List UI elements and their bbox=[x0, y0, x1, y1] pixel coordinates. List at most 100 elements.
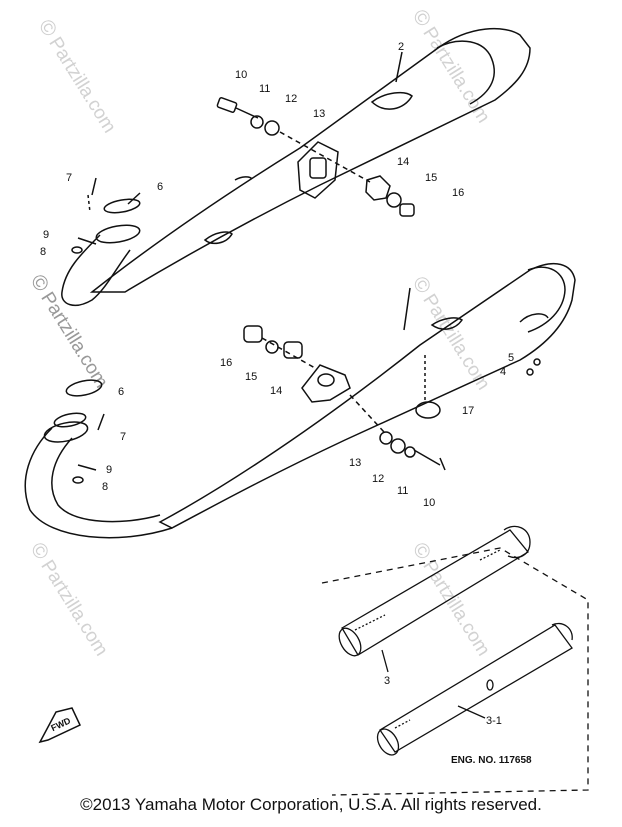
lower-gasket-6 bbox=[65, 379, 103, 397]
upper-muffler-endcap bbox=[436, 40, 495, 105]
callout-13-lower: 13 bbox=[349, 457, 361, 469]
callout-16-upper: 16 bbox=[452, 187, 464, 199]
upper-clip-8 bbox=[71, 246, 83, 254]
baffle-tube-3-1-cap bbox=[551, 622, 573, 641]
lower-muffler-assembly bbox=[24, 262, 576, 539]
upper-header-pipe bbox=[61, 234, 131, 307]
baffle-tube-3-1-hole bbox=[486, 679, 494, 691]
lower-washer-11 bbox=[404, 446, 416, 458]
svg-text:Partzilla.com: Partzilla.com bbox=[44, 33, 119, 136]
callout-8-lower: 8 bbox=[102, 481, 108, 493]
upper-screw-7-axis bbox=[87, 194, 91, 213]
callout-7-upper: 7 bbox=[66, 172, 72, 184]
watermark-top-left: © Partzilla.com bbox=[34, 15, 120, 136]
upper-gasket bbox=[103, 198, 141, 214]
lower-mount-bracket bbox=[301, 364, 351, 403]
lower-gasket-2 bbox=[53, 412, 87, 428]
forward-arrow: FWD bbox=[38, 707, 81, 744]
baffle-tube-3-1 bbox=[379, 624, 573, 753]
watermark-top-right: © Partzilla.com bbox=[408, 5, 494, 126]
upper-mount-bracket bbox=[297, 141, 339, 199]
baffle-tube-3-perf-2 bbox=[354, 614, 386, 631]
watermark-bottom-right: © Partzilla.com bbox=[408, 538, 494, 659]
svg-text:Partzilla.com: Partzilla.com bbox=[418, 556, 493, 659]
inset-leader-3-1 bbox=[457, 705, 486, 719]
upper-leader-2 bbox=[395, 51, 403, 83]
svg-text:Partzilla.com: Partzilla.com bbox=[418, 290, 493, 393]
callout-3: 3 bbox=[384, 675, 390, 687]
callout-10-upper: 10 bbox=[235, 69, 247, 81]
lower-bolt-10 bbox=[413, 449, 446, 471]
lower-cap-16 bbox=[243, 325, 263, 343]
upper-nut-14 bbox=[365, 175, 391, 201]
lower-muffler-body bbox=[158, 262, 576, 529]
watermark-layer: © Partzilla.com © Partzilla.com © Partzi… bbox=[26, 5, 494, 659]
upper-washer-11 bbox=[250, 115, 264, 129]
callout-8-upper: 8 bbox=[40, 246, 46, 258]
lower-clip-9 bbox=[77, 464, 97, 471]
lower-washer-12 bbox=[390, 438, 406, 454]
callout-14-lower: 14 bbox=[270, 385, 282, 397]
upper-slot-3 bbox=[234, 176, 253, 181]
callout-7-lower: 7 bbox=[120, 431, 126, 443]
upper-slot-2 bbox=[203, 231, 233, 245]
baffle-tube-3 bbox=[341, 529, 529, 656]
upper-header-flange bbox=[95, 224, 141, 244]
baffle-tube-3-cap bbox=[503, 525, 531, 559]
lower-clip-8 bbox=[72, 476, 84, 484]
svg-text:Partzilla.com: Partzilla.com bbox=[36, 556, 111, 659]
upper-washer-15 bbox=[386, 192, 402, 208]
callout-9-lower: 9 bbox=[106, 464, 112, 476]
callout-12-lower: 12 bbox=[372, 473, 384, 485]
callout-11-lower: 11 bbox=[397, 485, 408, 497]
upper-slot-1 bbox=[370, 91, 413, 110]
lower-screw-4 bbox=[526, 368, 534, 376]
engine-number: ENG. NO. 117658 bbox=[451, 755, 532, 766]
lower-header-pipe-inner bbox=[51, 437, 161, 523]
lower-washer-13 bbox=[379, 431, 393, 445]
callout-4: 4 bbox=[500, 366, 506, 378]
watermark-mid-left: © Partzilla.com bbox=[26, 270, 112, 391]
lower-header-flange bbox=[43, 421, 89, 443]
callout-numbers: 2 10 11 12 13 14 15 16 6 7 9 8 16 15 14 … bbox=[40, 41, 532, 766]
callout-17: 17 bbox=[462, 405, 474, 417]
callout-13-upper: 13 bbox=[313, 108, 325, 120]
copyright-footer: ©2013 Yamaha Motor Corporation, U.S.A. A… bbox=[80, 795, 542, 814]
callout-16-lower: 16 bbox=[220, 357, 232, 369]
upper-muffler-body bbox=[89, 27, 531, 293]
lower-screw-7 bbox=[97, 413, 105, 431]
baffle-tube-3-end bbox=[338, 627, 362, 657]
upper-bracket-hole bbox=[309, 157, 327, 179]
lower-slot-1 bbox=[430, 317, 464, 330]
callout-11-upper: 11 bbox=[259, 83, 270, 95]
svg-text:Partzilla.com: Partzilla.com bbox=[36, 288, 111, 391]
upper-screw-7 bbox=[91, 177, 97, 196]
baffle-inset bbox=[321, 525, 589, 796]
callout-3-1: 3-1 bbox=[486, 715, 502, 727]
baffle-tube-3-1-perf bbox=[394, 719, 411, 729]
callout-12-upper: 12 bbox=[285, 93, 297, 105]
upper-muffler-assembly bbox=[61, 27, 531, 307]
callout-10-lower: 10 bbox=[423, 497, 435, 509]
callout-2: 2 bbox=[398, 41, 404, 53]
lower-header-pipe-outer bbox=[24, 427, 173, 539]
lower-dash-axis-1 bbox=[261, 337, 316, 369]
callout-14-upper: 14 bbox=[397, 156, 409, 168]
baffle-tube-3-perf bbox=[479, 549, 501, 561]
upper-clip-9 bbox=[77, 237, 97, 245]
lower-slot-2 bbox=[519, 313, 549, 323]
callout-15-upper: 15 bbox=[425, 172, 437, 184]
lower-grommet-17 bbox=[415, 401, 441, 419]
svg-text:Partzilla.com: Partzilla.com bbox=[418, 23, 493, 126]
lower-muffler-endcap bbox=[527, 266, 566, 333]
callout-5: 5 bbox=[508, 352, 514, 364]
callout-9-upper: 9 bbox=[43, 229, 49, 241]
callout-15-lower: 15 bbox=[245, 371, 257, 383]
baffle-tube-3-1-end bbox=[376, 728, 400, 756]
upper-cap-16 bbox=[399, 203, 415, 217]
inset-leader-3 bbox=[381, 649, 389, 673]
callout-6-lower: 6 bbox=[118, 386, 124, 398]
watermark-bottom-left: © Partzilla.com bbox=[26, 538, 112, 659]
lower-dash-axis-2 bbox=[349, 394, 385, 433]
